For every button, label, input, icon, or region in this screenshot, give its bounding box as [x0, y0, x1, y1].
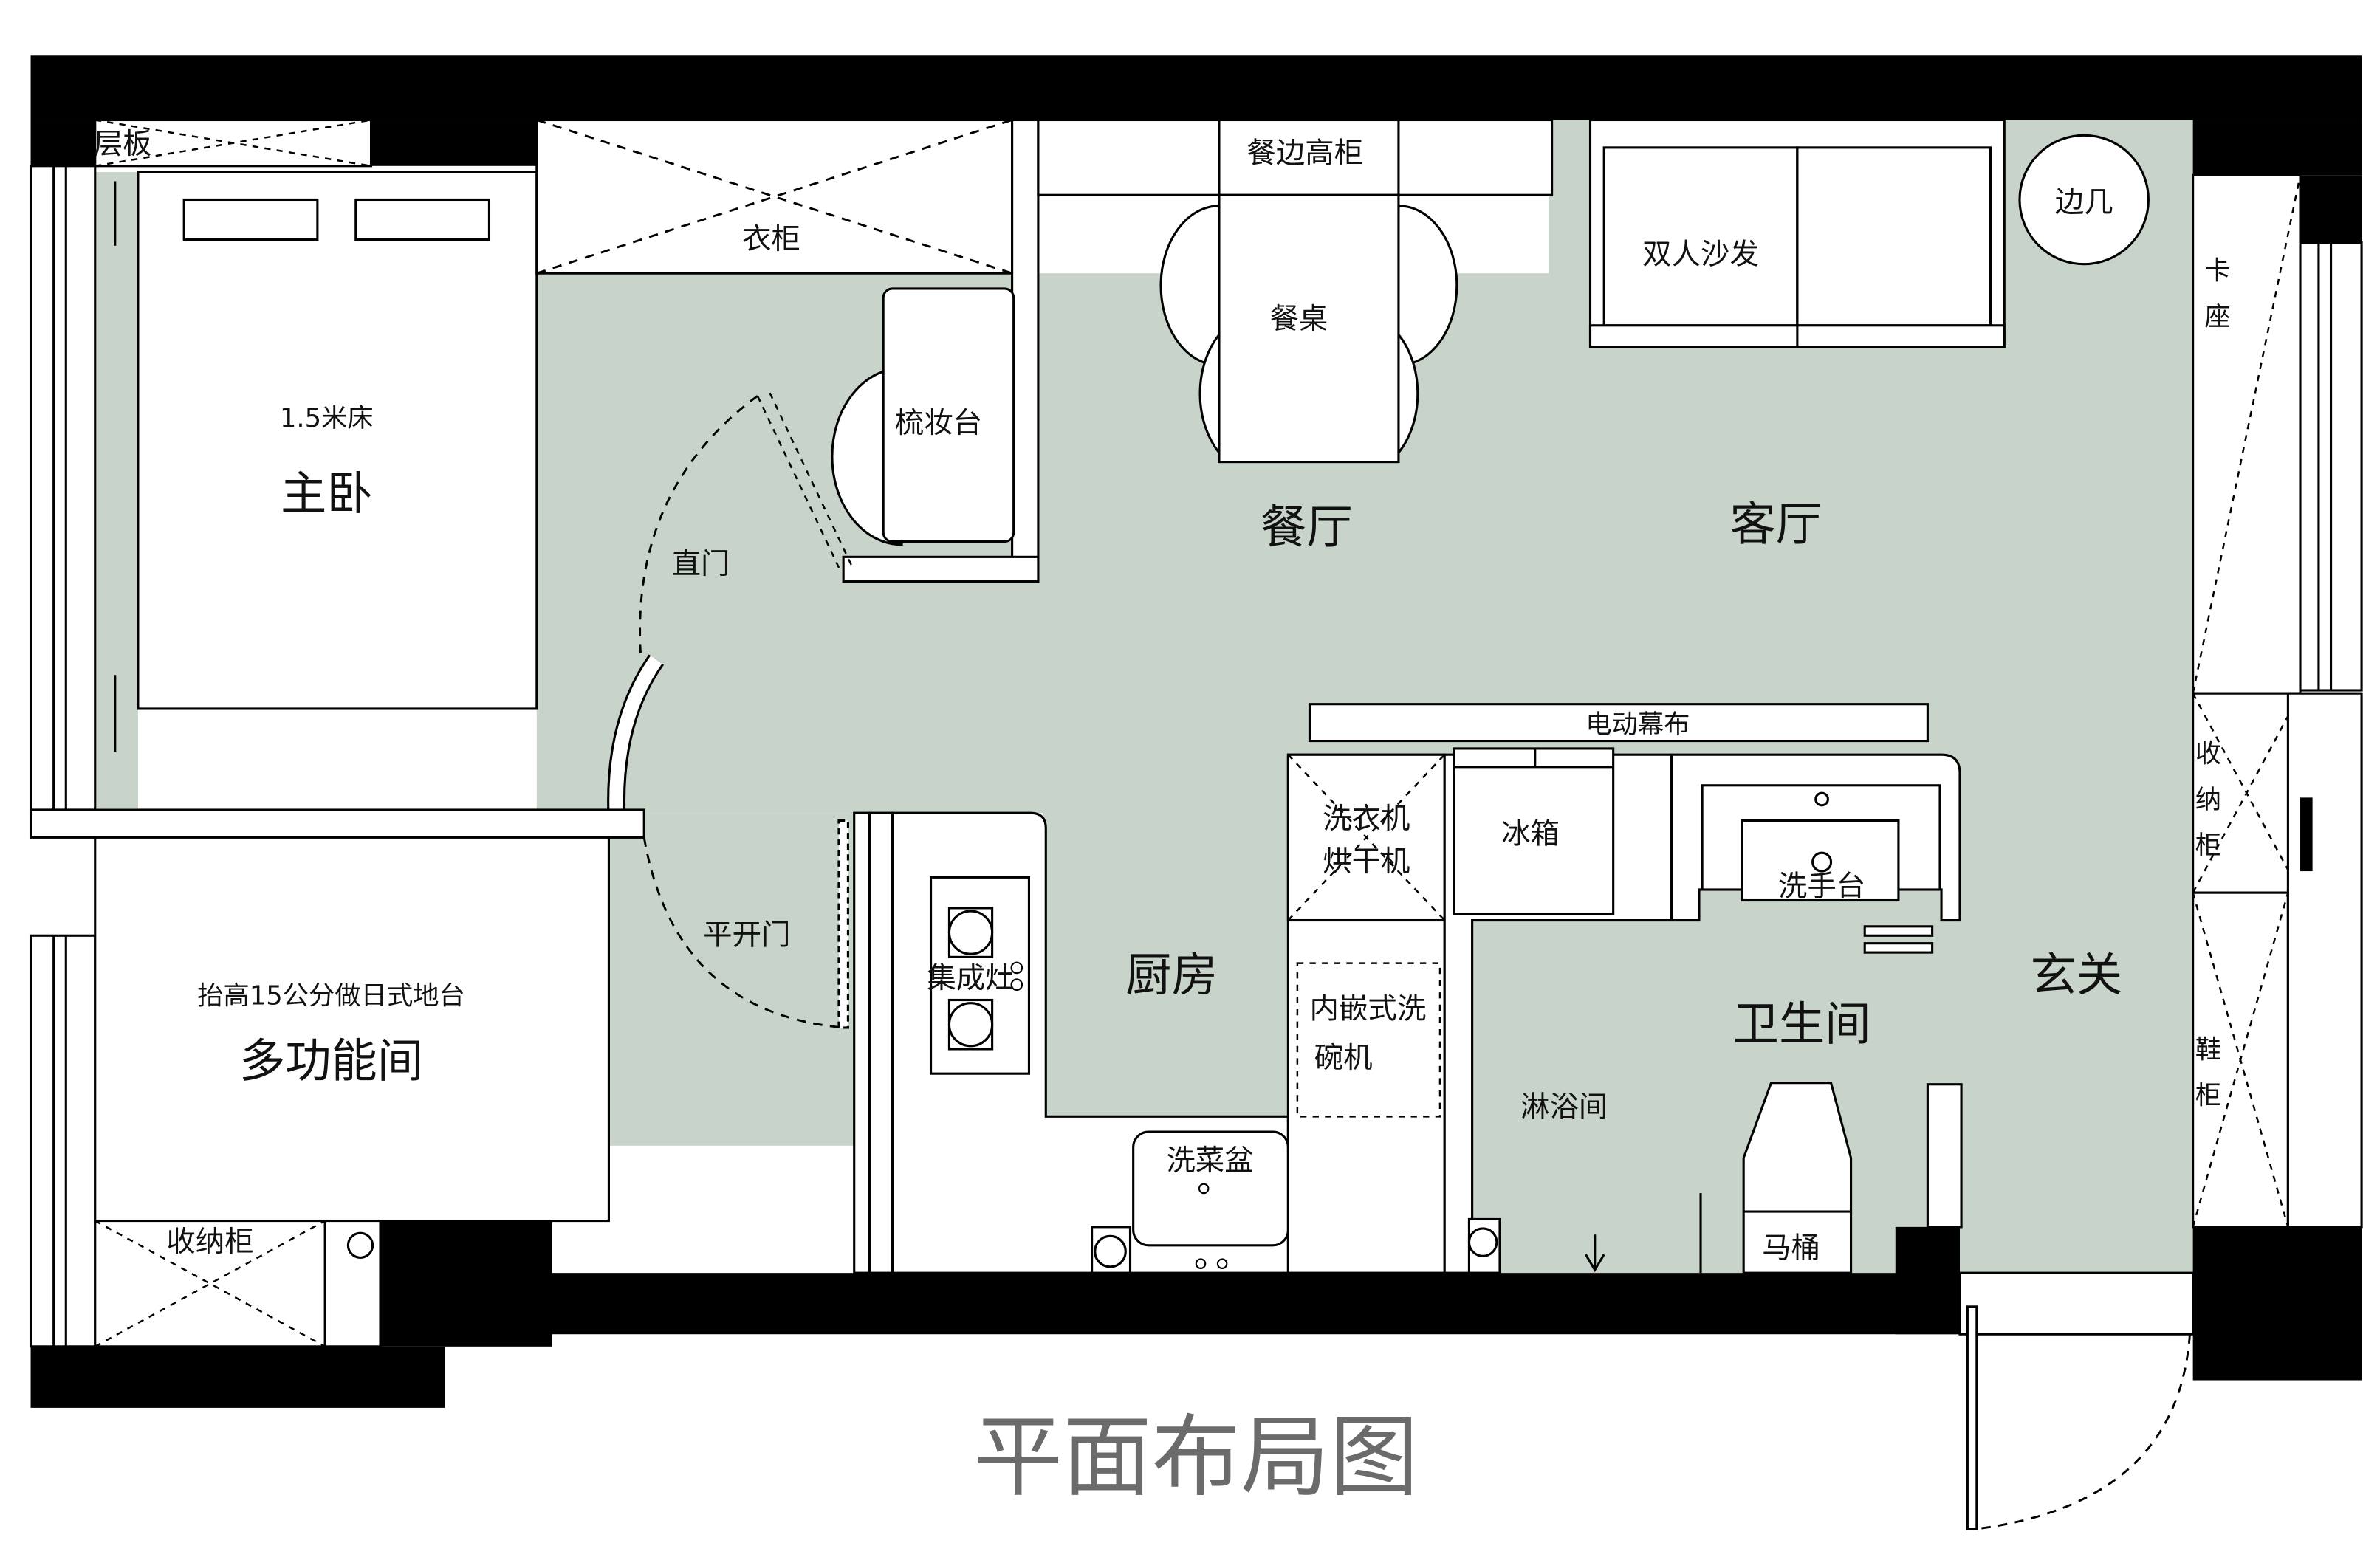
multi-function-room: 抬高15公分做日式地台 多功能间 收纳柜	[94, 836, 610, 1348]
electric-curtain-label: 电动幕布	[1585, 709, 1690, 740]
room-label-entrance: 玄关	[2031, 948, 2123, 1002]
dining-area: 餐边高柜 餐桌 餐厅	[1037, 118, 1554, 554]
room-label-kitchen: 厨房	[1125, 948, 1218, 1002]
stove-label: 集成灶	[927, 961, 1014, 995]
room-label-dining: 餐厅	[1261, 501, 1353, 554]
entrance: 玄关 卡 座 收 纳 柜 鞋 柜	[2031, 173, 2363, 1229]
sink-label: 洗菜盆	[1166, 1144, 1253, 1178]
right-window	[2294, 241, 2363, 692]
shoe-cabinet-label-2: 柜	[2195, 1081, 2221, 1111]
platform-note: 抬高15公分做日式地台	[197, 981, 465, 1011]
entry-door	[1958, 1271, 2195, 1530]
appliance-column: 洗衣机 烘干机 内嵌式洗 碗机	[1286, 753, 1446, 1274]
dishwasher-label-1: 内嵌式洗	[1310, 992, 1427, 1025]
dryer-label: 烘干机	[1323, 845, 1410, 879]
fridge-label: 冰箱	[1501, 817, 1560, 851]
storage-cabinet-right-label-2: 纳	[2195, 785, 2221, 815]
dining-table-label: 餐桌	[1269, 302, 1328, 336]
swing-door-label: 平开门	[703, 918, 790, 952]
side-table-label: 边几	[2055, 185, 2113, 219]
dresser: 梳妆台	[831, 287, 1040, 583]
left-window-bottom	[29, 934, 97, 1348]
sofa-label: 双人沙发	[1642, 238, 1759, 272]
booth-seat-label-2: 座	[2204, 302, 2230, 332]
room-label-bathroom: 卫生间	[1733, 997, 1871, 1051]
sliding-door: 直门	[607, 392, 854, 814]
dresser-label: 梳妆台	[895, 406, 982, 440]
electric-curtain: 电动幕布	[1308, 703, 1929, 743]
room-label-master-bedroom: 主卧	[281, 467, 373, 520]
swing-door: 平开门	[642, 819, 849, 1029]
shower-label: 淋浴间	[1520, 1090, 1608, 1124]
room-label-living: 客厅	[1729, 498, 1822, 552]
master-bedroom: 1.5米床 主卧	[114, 171, 538, 752]
storage-cabinet-bottom-label: 收纳柜	[166, 1225, 253, 1259]
shoe-cabinet-label-1: 鞋	[2195, 1034, 2221, 1065]
storage-cabinet-right-label-3: 柜	[2195, 831, 2221, 861]
wardrobe: 衣柜	[535, 118, 1040, 582]
sliding-door-label: 直门	[672, 547, 730, 581]
walls	[30, 55, 2362, 1408]
left-window-top	[29, 165, 97, 811]
booth-seat-label-1: 卡	[2204, 255, 2230, 286]
diagram-title: 平面布局图	[974, 1406, 1419, 1509]
wash-basin-label: 洗手台	[1778, 869, 1865, 903]
room-label-multi-function: 多功能间	[239, 1034, 423, 1087]
wardrobe-label: 衣柜	[742, 222, 800, 256]
living-area: 双人沙发 边几 客厅	[1588, 118, 2150, 552]
dishwasher-label-2: 碗机	[1314, 1041, 1373, 1075]
kitchen: 集成灶 厨房 洗菜盆	[853, 811, 1289, 1274]
storage-cabinet-right-label-1: 收	[2195, 739, 2221, 769]
dining-tall-cabinet-label: 餐边高柜	[1246, 137, 1363, 171]
bathroom: 卫生间 淋浴间 马桶	[1467, 997, 1963, 1274]
washer-label: 洗衣机	[1323, 802, 1410, 836]
floor-tiles	[95, 120, 2193, 1274]
shelf-label: 层板	[94, 127, 152, 161]
toilet-label: 马桶	[1762, 1231, 1820, 1265]
fridge-basin-counter: 冰箱 洗手台	[1443, 747, 1961, 1274]
bed-size-label: 1.5米床	[280, 403, 374, 433]
partition-wall	[29, 808, 645, 839]
shelf: 层板	[94, 118, 373, 168]
